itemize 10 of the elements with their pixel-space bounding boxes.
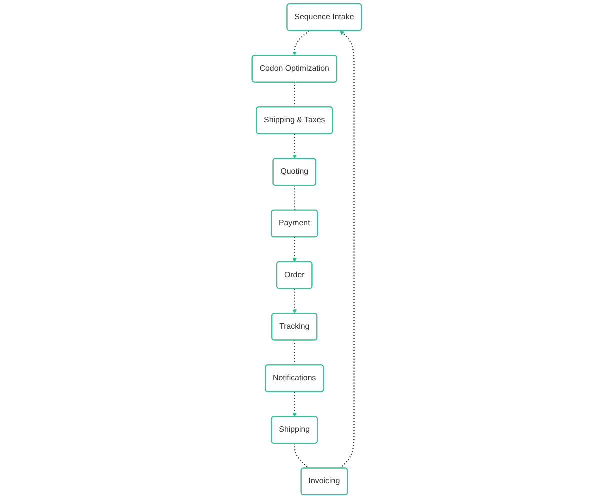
connector — [294, 444, 310, 469]
connector — [294, 186, 296, 211]
arrow — [292, 237, 297, 262]
connector — [294, 82, 296, 108]
connector — [294, 340, 296, 366]
arrow — [292, 134, 297, 160]
arrow — [340, 30, 355, 469]
arrow — [292, 288, 297, 314]
arrow — [292, 392, 297, 418]
arrow — [292, 30, 310, 56]
